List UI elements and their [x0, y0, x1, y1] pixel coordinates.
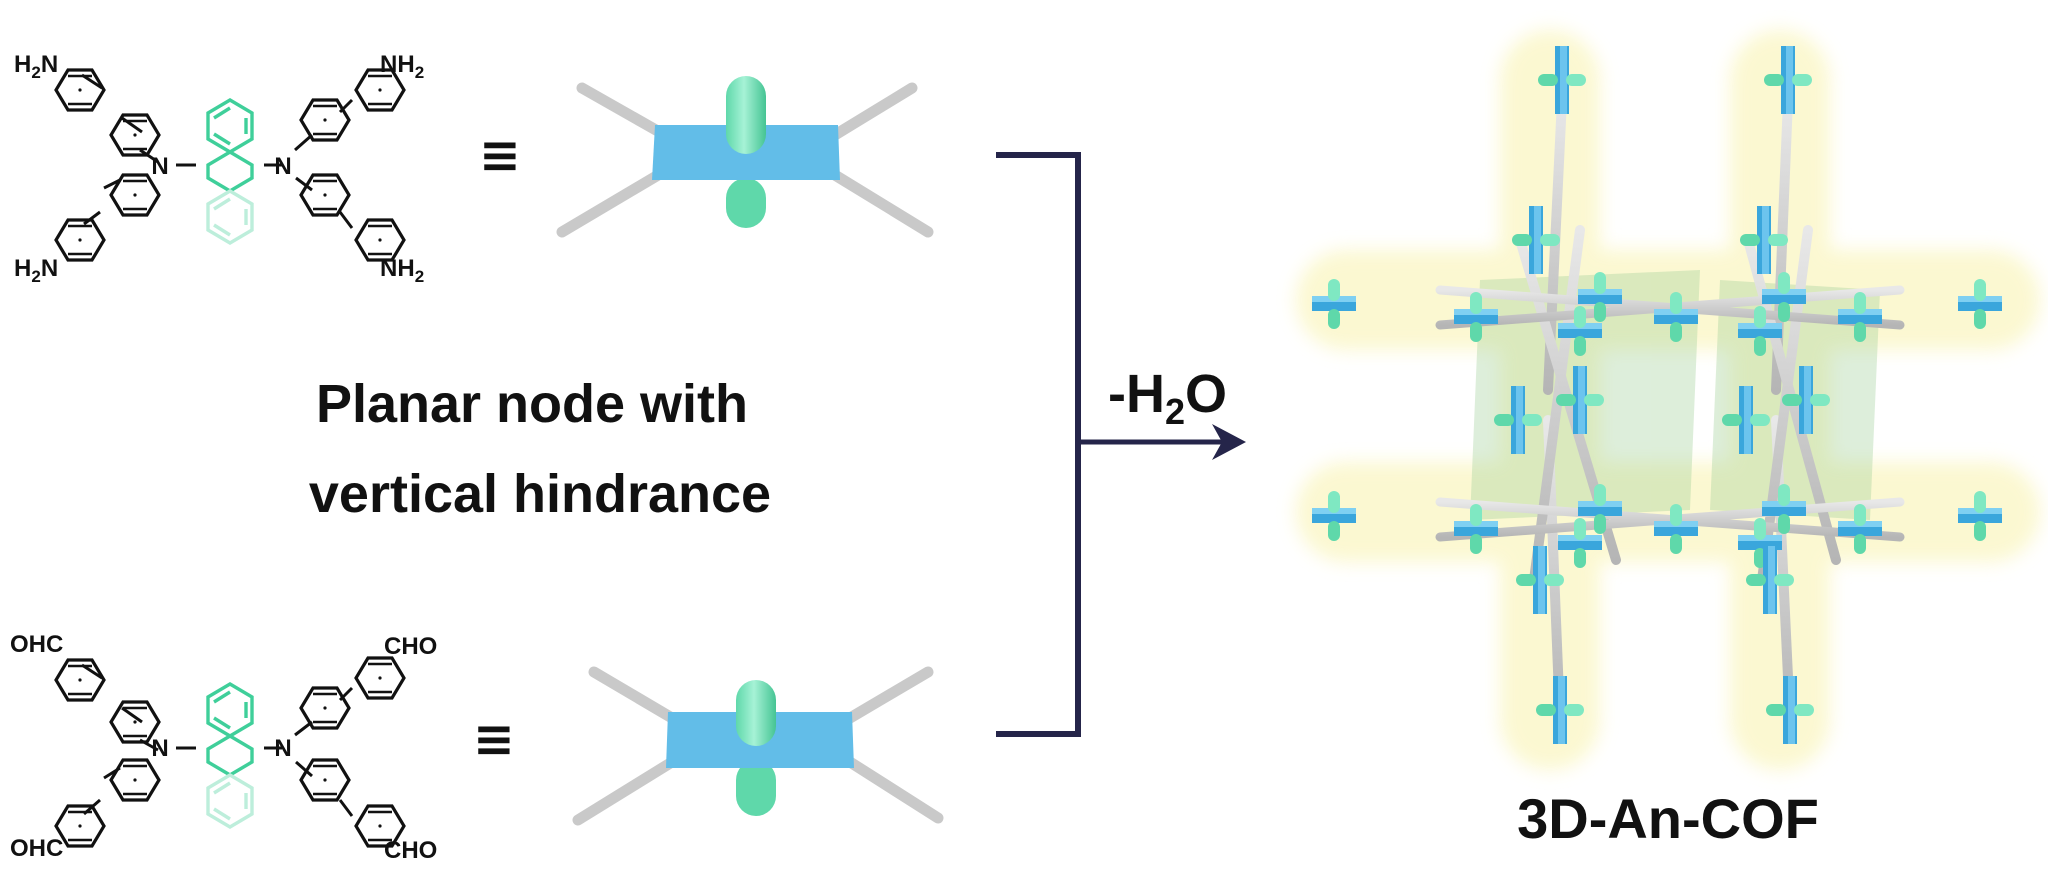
equivalence-symbol-bottom: ≡	[473, 710, 515, 768]
amine-label-bottom-left: H2N	[14, 255, 58, 286]
nitrogen-label-right: N	[274, 735, 291, 762]
product-name: 3D-An-COF	[1517, 787, 1819, 850]
node-model-bottom	[572, 666, 944, 826]
caption-line-1: Planar node with	[316, 374, 748, 434]
reaction-bracket	[996, 152, 1246, 737]
caption-line-2: vertical hindrance	[309, 464, 771, 524]
amine-label-top-right: NH2	[380, 51, 424, 82]
aldehyde-label-top-left: OHC	[10, 631, 63, 658]
reaction-arrow-head	[1212, 424, 1246, 460]
aldehyde-label-top-right: CHO	[384, 633, 437, 660]
reaction-condition: -H2O	[1108, 364, 1227, 432]
amine-monomer-structure: N N H2N NH2 H2N NH2	[14, 51, 424, 286]
nitrogen-label-left: N	[151, 153, 168, 180]
aldehyde-label-bottom-right: CHO	[384, 837, 437, 864]
nitrogen-label-right: N	[274, 153, 291, 180]
nitrogen-label-left: N	[151, 735, 168, 762]
aldehyde-label-bottom-left: OHC	[10, 835, 63, 862]
amine-label-top-left: H2N	[14, 51, 58, 82]
node-model-top	[556, 76, 934, 238]
amine-label-bottom-right: NH2	[380, 255, 424, 286]
cof-framework-model	[1296, 30, 2040, 770]
aldehyde-monomer-structure: N N OHC CHO OHC CHO	[10, 631, 437, 864]
equivalence-symbol-top: ≡	[479, 126, 521, 184]
